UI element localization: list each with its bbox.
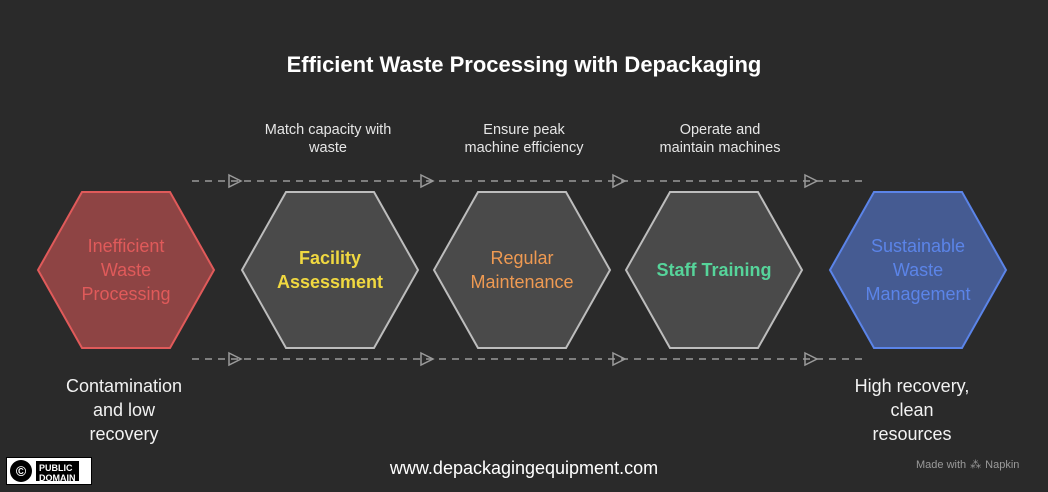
arrowhead-icon [612,351,627,367]
napkin-icon: ⁂ [970,459,982,471]
end-hexagon [828,191,1008,349]
start-hex-label: Inefficient Waste Processing [81,236,171,304]
diagram-title: Efficient Waste Processing with Depackag… [286,52,762,77]
website-url[interactable]: www.depackagingequipment.com [389,458,659,478]
public-domain-icon: © [10,460,32,482]
arrowhead-icon [420,351,435,367]
step-hexagon-1 [240,191,420,349]
step-hexagon-3 [624,191,804,349]
step-hex-label-2: Regular Maintenance [470,248,574,292]
arrowhead-icon [420,173,435,189]
end-hex-label: Sustainable Waste Management [865,236,971,304]
step-hex-label-3: Staff Training [656,260,772,280]
step-hex-label-1: Facility Assessment [276,248,384,292]
step-hexagon-2 [432,191,612,349]
arrowhead-icon [804,351,819,367]
arrowhead-icon [228,351,243,367]
arrowhead-icon [804,173,819,189]
made-with-credit: Made with ⁂ Napkin [916,458,1020,472]
arrowhead-icon [612,173,627,189]
start-hexagon [36,191,216,349]
arrowhead-icon [228,173,243,189]
